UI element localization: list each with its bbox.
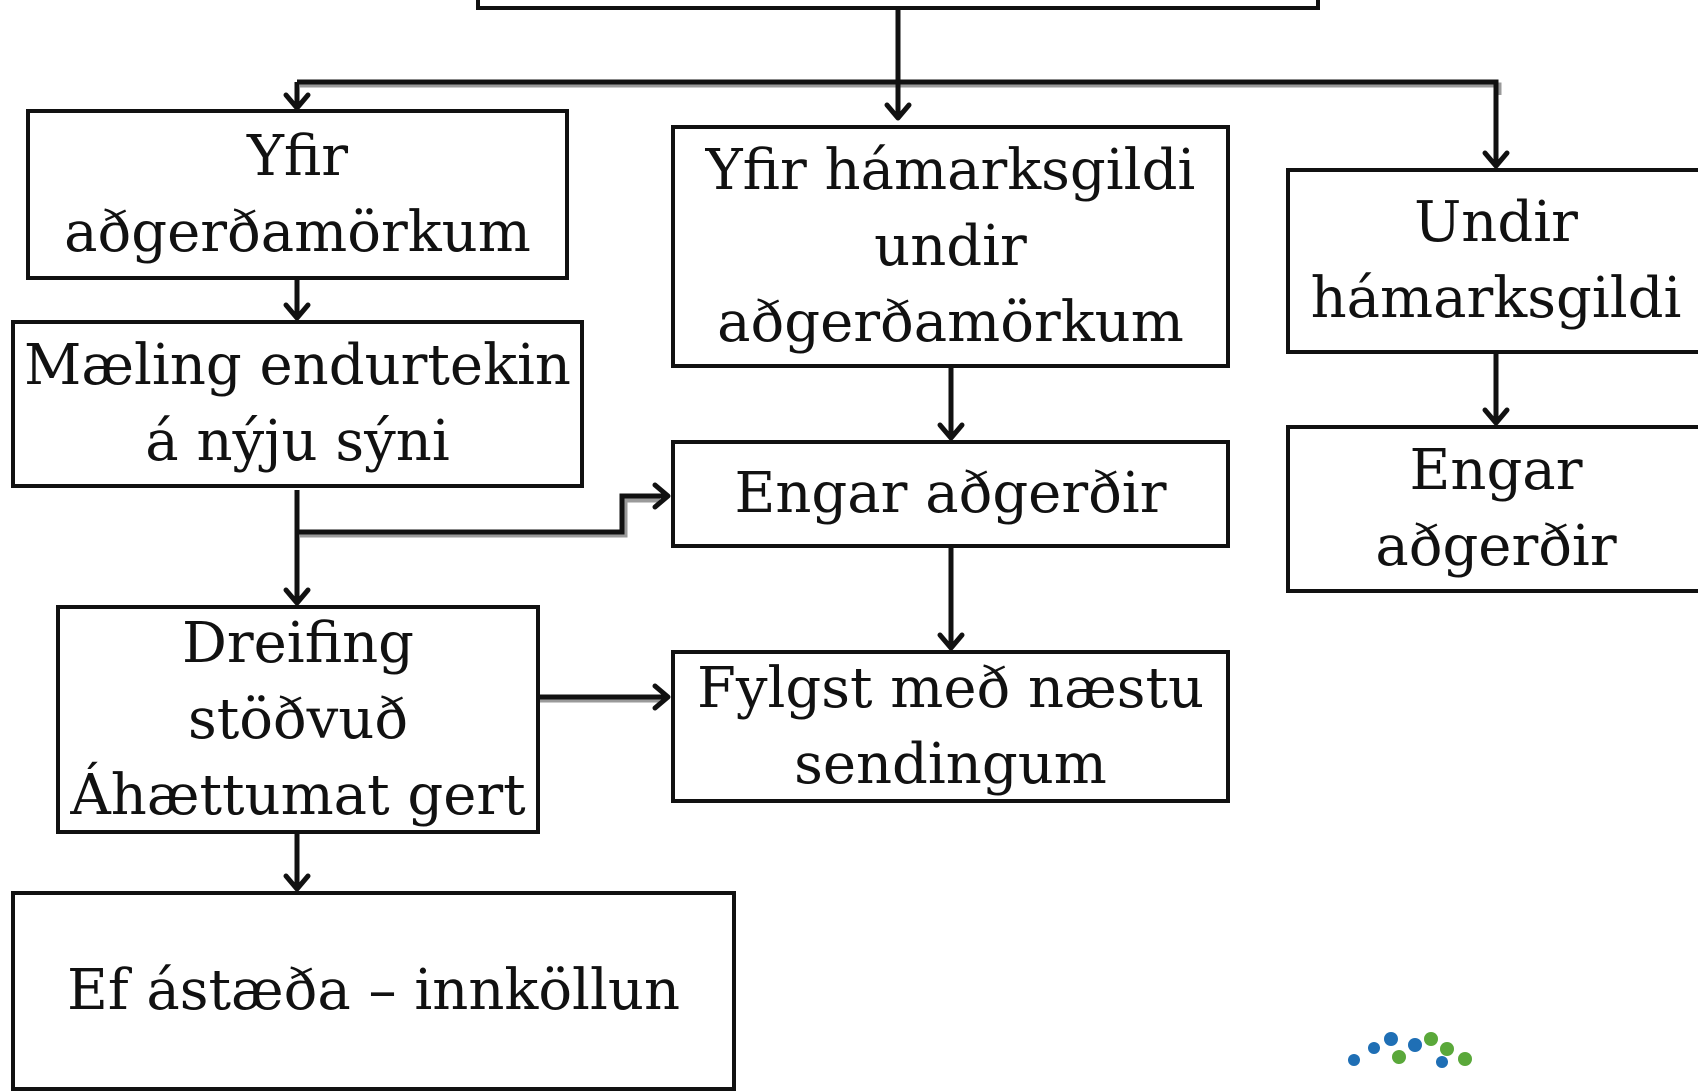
logo-dot <box>1368 1042 1380 1054</box>
node-recall: Ef ástæða – innköllun <box>11 891 736 1091</box>
connectors <box>283 5 1510 892</box>
arrowhead <box>283 873 311 892</box>
node-distribution-stopped: Dreifing stöðvuð Áhættumat gert <box>56 605 540 834</box>
branch-line <box>297 79 1499 166</box>
dot-logo <box>1340 1028 1520 1068</box>
node-no-action-right: Engar aðgerðir <box>1286 425 1698 593</box>
logo-dot <box>1384 1032 1398 1046</box>
arrowhead <box>1482 150 1510 169</box>
arrowhead <box>283 92 311 111</box>
branch-line-shadow <box>300 82 1502 95</box>
node-monitor-shipments: Fylgst með næstu sendingum <box>671 650 1230 803</box>
node-no-action-middle: Engar aðgerðir <box>671 440 1230 548</box>
arrow-repeat-noaction <box>297 493 668 535</box>
arrowhead <box>1482 407 1510 426</box>
arrowhead <box>652 683 671 711</box>
arrowhead <box>937 632 965 651</box>
node-above-action-limit: Yfir aðgerðamörkum <box>26 109 569 280</box>
arrowhead <box>283 587 311 606</box>
logo-dot <box>1436 1056 1448 1068</box>
arrowhead <box>652 482 671 510</box>
top-node <box>476 0 1320 10</box>
arrowhead <box>884 102 912 121</box>
logo-dot <box>1440 1042 1454 1056</box>
logo-dot <box>1424 1032 1438 1046</box>
side-branch-shadow <box>300 497 660 538</box>
logo-dot <box>1458 1052 1472 1066</box>
arrowhead <box>937 422 965 441</box>
logo-dot <box>1392 1050 1406 1064</box>
arrowhead <box>283 302 311 321</box>
node-above-max-below-action: Yfir hámarksgildi undir aðgerðamörkum <box>671 125 1230 368</box>
node-repeat-measurement: Mæling endurtekin á nýju sýni <box>11 320 584 488</box>
node-below-max: Undir hámarksgildi <box>1286 168 1698 354</box>
flowchart: Yfir aðgerðamörkum Yfir hámarksgildi und… <box>11 0 1698 1091</box>
logo-dot <box>1408 1038 1422 1052</box>
logo-dot <box>1348 1054 1360 1066</box>
